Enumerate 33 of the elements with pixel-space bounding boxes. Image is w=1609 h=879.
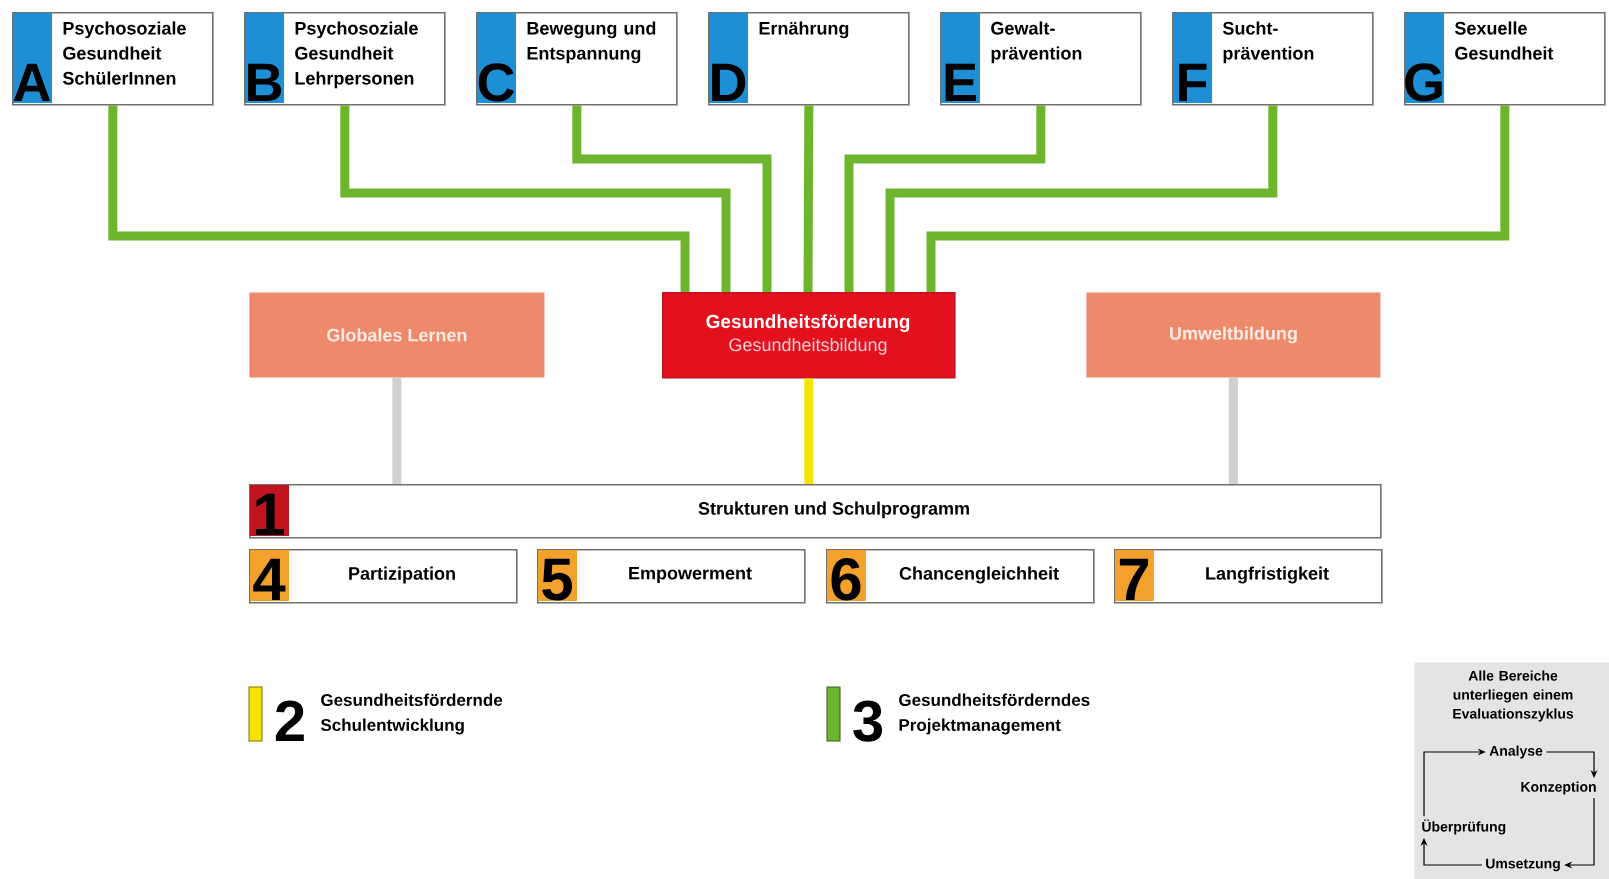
topic-box: E Gewalt- prävention: [940, 12, 1142, 106]
connector: [392, 377, 402, 484]
topic-box: F Sucht- prävention: [1172, 12, 1374, 106]
topic-box: Umweltbildung: [1086, 292, 1381, 378]
cycle-step: Analyse: [1489, 745, 1543, 759]
legend-number: 3: [853, 700, 883, 742]
principle-box: 5 Empowerment: [537, 549, 806, 604]
topic-box: D Ernährung: [708, 12, 910, 106]
connector: [804, 378, 814, 484]
connector: [844, 105, 1046, 292]
cycle-step: Überprüfung: [1422, 819, 1506, 835]
cycle-step: Konzeption: [1521, 781, 1596, 795]
cycle-step: Umsetzung: [1486, 858, 1560, 872]
connector: [340, 105, 731, 292]
principle-box: 4 Partizipation: [249, 549, 518, 604]
topic-box: Gesundheitsförderung Gesundheitsbildung: [662, 292, 956, 379]
topic-box: Globales Lernen: [249, 292, 545, 378]
topic-box: B Psychosoziale Gesundheit Lehrpersonen: [244, 12, 446, 106]
topic-box: G Sexuelle Gesundheit: [1404, 12, 1606, 106]
topic-box: C Bewegung und Entspannung: [476, 12, 678, 106]
connector: [572, 105, 772, 292]
structure-bar: 1 Strukturen und Schulprogramm: [249, 484, 1382, 539]
principle-box: 7 Langfristigkeit: [1114, 549, 1383, 604]
connector: [885, 105, 1278, 292]
legend-text: Gesundheitsfördernde Schulentwicklung: [320, 693, 503, 735]
legend-number: 2: [275, 700, 304, 741]
connector: [108, 105, 690, 292]
legend-text: Gesundheitsförderndes Projektmanagement: [899, 693, 1090, 735]
topic-box: A Psychosoziale Gesundheit SchülerInnen: [12, 12, 214, 106]
principle-box: 6 Chancengleichheit: [826, 549, 1095, 604]
connector: [803, 105, 814, 292]
connector: [1228, 377, 1238, 484]
connector: [926, 105, 1510, 292]
